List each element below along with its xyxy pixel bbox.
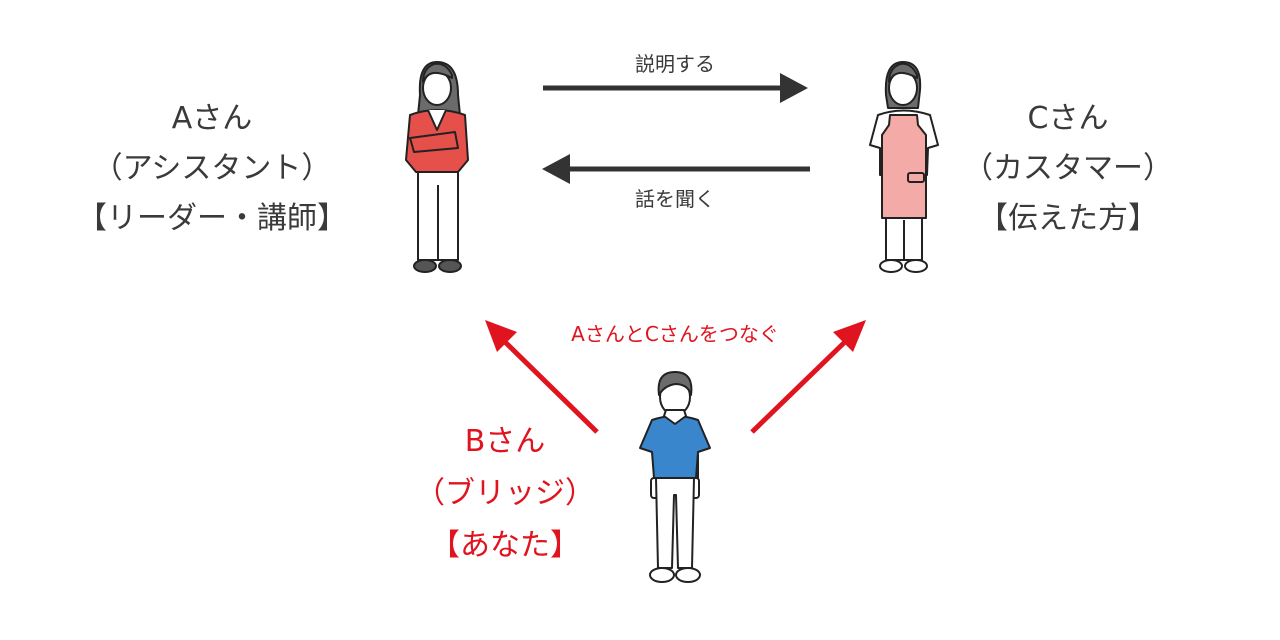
arrow-b-to-a	[485, 320, 599, 434]
person-c-name: Cさん	[1027, 101, 1109, 136]
person-c-figure	[869, 61, 939, 273]
person-c-role: （カスタマー）	[963, 151, 1173, 186]
connect-label: AさんとCさんをつなぐ	[571, 322, 779, 346]
person-b-figure	[639, 371, 711, 583]
arrow-c-to-a	[542, 154, 810, 184]
person-b-title: 【あなた】	[430, 528, 580, 563]
person-b-role: （ブリッジ）	[415, 476, 595, 511]
person-c-label: Cさん （カスタマー） 【伝えた方】	[963, 94, 1173, 244]
person-a-role: （アシスタント）	[92, 151, 332, 186]
listen-label: 話を聞く	[635, 187, 715, 211]
person-a-name: Aさん	[171, 101, 253, 136]
person-a-title: 【リーダー・講師】	[77, 201, 347, 236]
person-b-label: Bさん （ブリッジ） 【あなた】	[415, 416, 595, 572]
arrow-b-to-c	[750, 320, 866, 434]
arrow-a-to-c	[543, 73, 808, 103]
person-b-name: Bさん	[464, 424, 546, 459]
person-a-figure	[405, 61, 469, 273]
person-a-label: Aさん （アシスタント） 【リーダー・講師】	[77, 94, 347, 244]
person-c-title: 【伝えた方】	[978, 201, 1158, 236]
explain-label: 説明する	[635, 52, 715, 76]
